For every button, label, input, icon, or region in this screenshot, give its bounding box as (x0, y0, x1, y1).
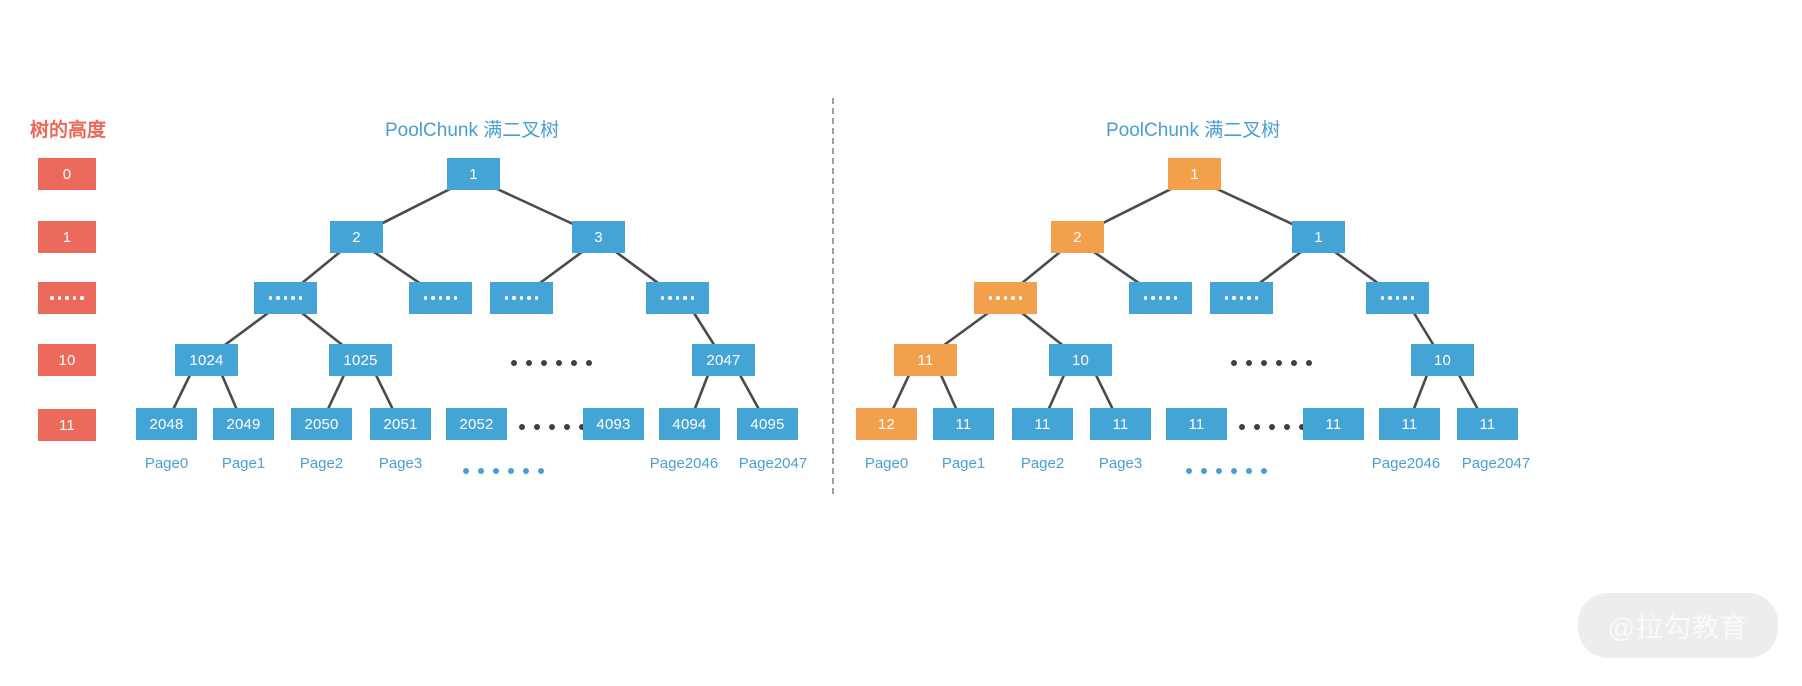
ellipsis-dots (1224, 296, 1259, 300)
left-node-3: 3 (572, 221, 625, 253)
right-leaf-2: 11 (1012, 408, 1073, 440)
ellipsis-dots (423, 296, 458, 300)
left-node-1: 1 (447, 158, 500, 190)
right-node-root: 1 (1168, 158, 1221, 190)
right-level10-ellipsis (1231, 360, 1312, 366)
left-page-label-0: Page0 (144, 455, 189, 472)
right-leaf-0: 12 (856, 408, 917, 440)
height-level-10: 10 (38, 344, 96, 376)
right-node-ellipsis-4 (1366, 282, 1429, 314)
right-node-ellipsis-1 (974, 282, 1037, 314)
right-leaf-1: 11 (933, 408, 994, 440)
ellipsis-dots (268, 296, 303, 300)
right-node-ellipsis-3 (1210, 282, 1273, 314)
height-level-ellipsis (38, 282, 96, 314)
right-leaf-7: 11 (1457, 408, 1518, 440)
left-page-label-3: Page3 (378, 455, 423, 472)
left-page-label-1: Page1 (221, 455, 266, 472)
left-node-ellipsis-2 (409, 282, 472, 314)
right-leaf-5: 11 (1303, 408, 1364, 440)
left-leaf-2052: 2052 (446, 408, 507, 440)
right-panel-title: PoolChunk 满二叉树 (1106, 120, 1281, 141)
left-page-label-2: Page2 (299, 455, 344, 472)
right-node-l10-10b: 10 (1411, 344, 1474, 376)
left-leaf-4093: 4093 (583, 408, 644, 440)
right-leaf-6: 11 (1379, 408, 1440, 440)
panel-divider (832, 98, 834, 494)
ellipsis-dots (1143, 296, 1178, 300)
right-node-l10-10a: 10 (1049, 344, 1112, 376)
right-page-label-2046: Page2046 (1371, 455, 1441, 472)
ellipsis-dots (988, 296, 1023, 300)
left-leaf-4094: 4094 (659, 408, 720, 440)
left-node-1024: 1024 (175, 344, 238, 376)
left-page-label-2046: Page2046 (649, 455, 719, 472)
right-node-l1-left: 2 (1051, 221, 1104, 253)
left-page-label-2047: Page2047 (738, 455, 808, 472)
right-leaf-3: 11 (1090, 408, 1151, 440)
left-leaf-2050: 2050 (291, 408, 352, 440)
right-page-label-0: Page0 (864, 455, 909, 472)
left-page-label-ellipsis (463, 468, 544, 474)
ellipsis-dots (50, 296, 84, 300)
left-node-ellipsis-3 (490, 282, 553, 314)
left-node-2047: 2047 (692, 344, 755, 376)
right-page-label-2047: Page2047 (1461, 455, 1531, 472)
left-node-2: 2 (330, 221, 383, 253)
left-leaf-4095: 4095 (737, 408, 798, 440)
right-node-l10-11: 11 (894, 344, 957, 376)
tree-height-header: 树的高度 (30, 120, 107, 141)
right-node-l1-right: 1 (1292, 221, 1345, 253)
height-level-0: 0 (38, 158, 96, 190)
right-node-ellipsis-2 (1129, 282, 1192, 314)
ellipsis-dots (504, 296, 539, 300)
ellipsis-dots (1380, 296, 1415, 300)
left-leaf-2049: 2049 (213, 408, 274, 440)
left-leaf-2048: 2048 (136, 408, 197, 440)
right-page-label-3: Page3 (1098, 455, 1143, 472)
height-level-11: 11 (38, 409, 96, 441)
left-leaf-2051: 2051 (370, 408, 431, 440)
height-level-1: 1 (38, 221, 96, 253)
left-node-ellipsis-1 (254, 282, 317, 314)
right-page-label-2: Page2 (1020, 455, 1065, 472)
right-page-label-1: Page1 (941, 455, 986, 472)
ellipsis-dots (660, 296, 695, 300)
left-node-1025: 1025 (329, 344, 392, 376)
left-level10-ellipsis (511, 360, 592, 366)
left-panel-title: PoolChunk 满二叉树 (385, 120, 560, 141)
left-node-ellipsis-4 (646, 282, 709, 314)
watermark: @拉勾教育 (1577, 593, 1778, 658)
right-page-label-ellipsis (1186, 468, 1267, 474)
right-leaf-4: 11 (1166, 408, 1227, 440)
